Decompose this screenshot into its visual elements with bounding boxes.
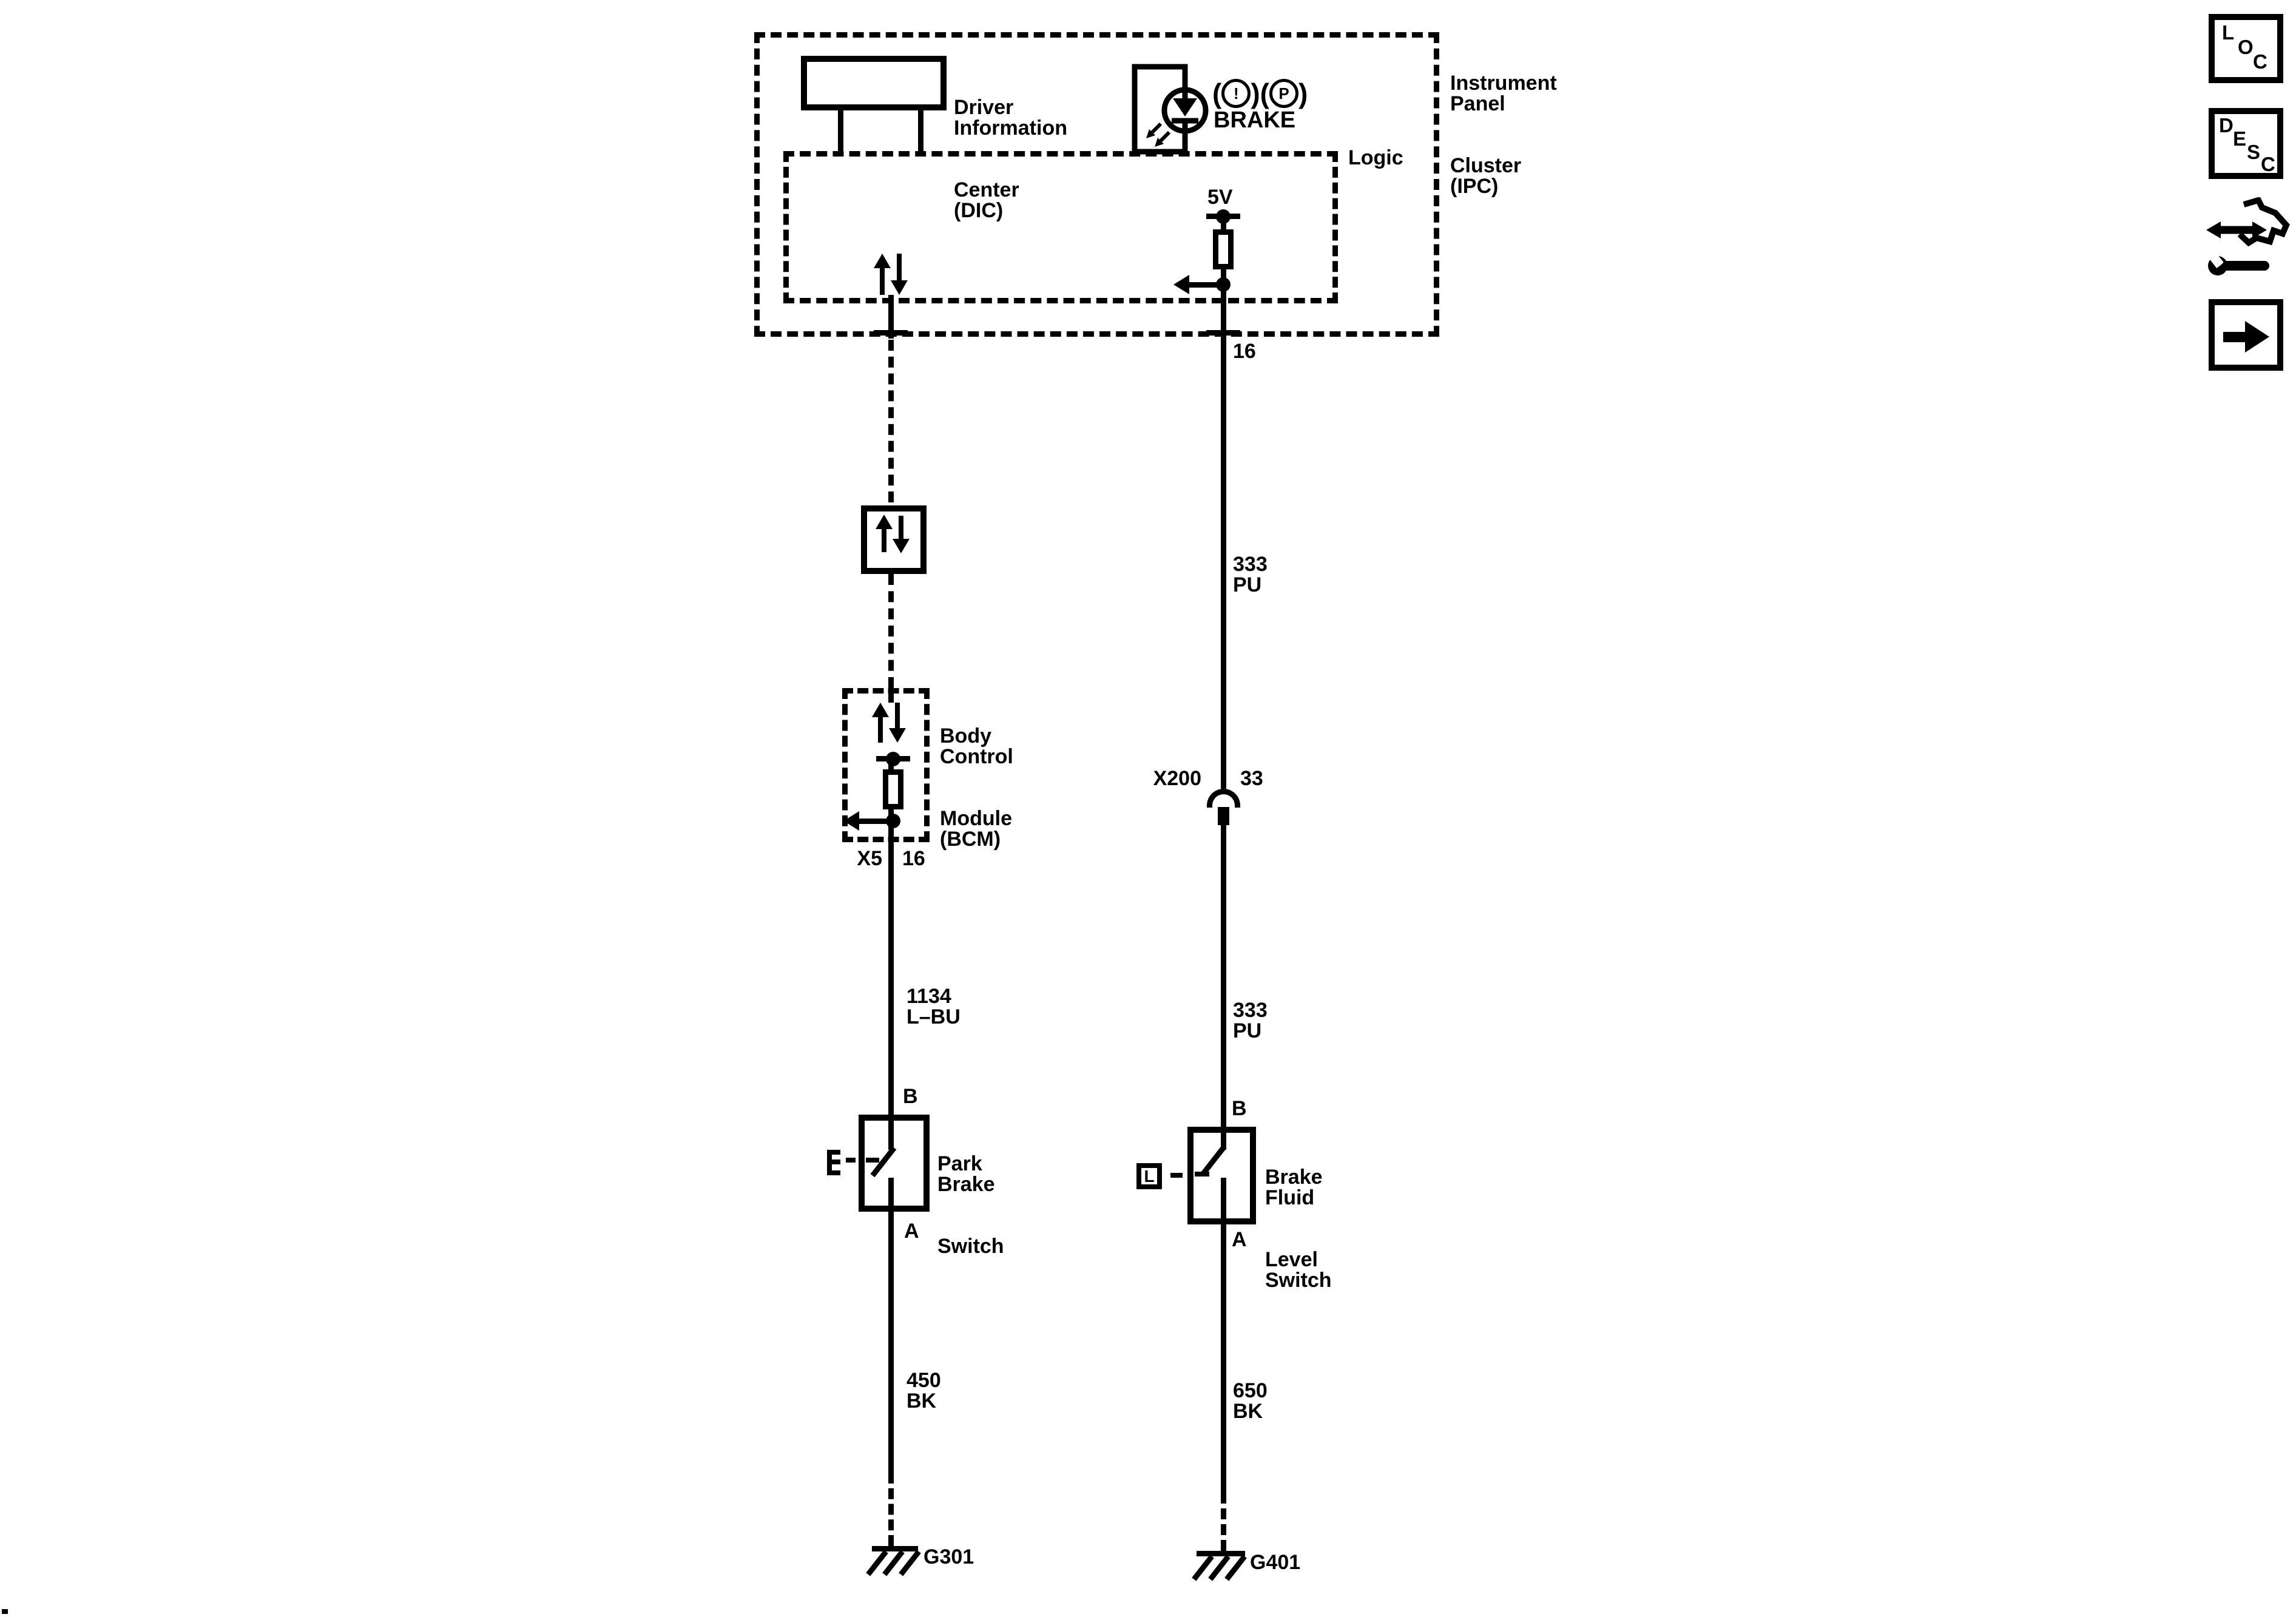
switch-pin-label: A xyxy=(904,1220,919,1243)
wire-segment xyxy=(1221,824,1226,1127)
pin-tick xyxy=(1206,330,1240,336)
dic-block xyxy=(801,56,947,110)
ipc-boundary-box xyxy=(754,32,1439,337)
switch-pin-label: B xyxy=(1232,1097,1247,1120)
paren-icon: ( xyxy=(1260,78,1269,109)
brake-led-indicator-icon xyxy=(1132,64,1209,155)
signal-arrow-shaft xyxy=(1189,282,1221,288)
right-arrow-icon xyxy=(2223,332,2246,342)
down-arrow-shaft xyxy=(897,254,902,283)
loc-letter: O xyxy=(2238,36,2254,58)
dic-stub-left xyxy=(838,110,843,152)
ipc-pin-label: 16 xyxy=(1233,340,1256,363)
desc-letter: D xyxy=(2219,114,2234,137)
bcm-pin-label: 16 xyxy=(902,847,925,870)
brake-telltale-word: BRAKE xyxy=(1214,107,1296,133)
up-arrow-shaft xyxy=(880,266,885,295)
wire-segment xyxy=(1221,339,1226,789)
park-brake-icon: P xyxy=(1269,79,1298,108)
signal-arrow-shaft xyxy=(859,819,891,824)
serial-link-box xyxy=(861,505,927,574)
wire-segment xyxy=(1221,214,1226,229)
wire-segment xyxy=(888,295,894,339)
pin-tick xyxy=(874,330,908,336)
ground-label: G301 xyxy=(923,1545,974,1568)
paren-icon: ) xyxy=(1251,78,1260,109)
right-arrow-icon xyxy=(2245,321,2269,353)
paren-icon: ) xyxy=(1298,78,1308,109)
desc-letter: C xyxy=(2261,153,2275,175)
switch-contact xyxy=(888,1115,894,1150)
connector-pin-icon xyxy=(1218,807,1229,825)
bcm-connector-label: X5 xyxy=(857,847,882,870)
serial-data-wire xyxy=(888,340,894,502)
switch-pin-label: B xyxy=(903,1085,918,1108)
wire-segment xyxy=(888,684,894,703)
ground-wire-dashed xyxy=(1221,1493,1226,1551)
connector-pin-label: 33 xyxy=(1240,767,1263,790)
switch-contact xyxy=(888,1178,894,1212)
desc-button[interactable]: D E S C xyxy=(2209,108,2283,179)
up-arrow-shaft xyxy=(878,715,883,743)
pullup-resistor xyxy=(883,769,903,809)
stray-mark xyxy=(2,1609,8,1614)
brake-telltale-icons: ( ! ) ( P ) xyxy=(1212,79,1308,108)
desc-letter: E xyxy=(2233,127,2247,150)
bcm-box xyxy=(842,688,930,842)
wire-segment xyxy=(888,842,894,1115)
wire-segment xyxy=(1221,269,1226,339)
warning-exclaim-icon: ! xyxy=(1221,79,1251,108)
down-arrow-icon xyxy=(891,280,908,295)
down-arrow-icon xyxy=(893,539,910,553)
wire-segment xyxy=(888,756,894,769)
actuator-dash xyxy=(1170,1173,1183,1178)
connector-name-label: X200 xyxy=(1153,767,1201,790)
left-arrow-icon xyxy=(843,811,859,831)
connector-socket-icon xyxy=(1207,789,1240,808)
ground-wire-dashed xyxy=(888,1473,894,1546)
switch-pin-label: A xyxy=(1232,1228,1247,1251)
pullup-resistor xyxy=(1213,229,1234,269)
down-arrow-icon xyxy=(889,728,906,743)
switch-contact xyxy=(1221,1178,1226,1224)
logic-label: Logic xyxy=(1348,146,1403,169)
loc-letter: C xyxy=(2253,50,2267,73)
down-arrow-shaft xyxy=(895,703,900,731)
logic-box xyxy=(783,151,1338,303)
dic-stub-right xyxy=(918,110,923,152)
down-arrow-shaft xyxy=(899,516,903,541)
wire-segment xyxy=(1221,1224,1226,1493)
ground-label: G401 xyxy=(1250,1551,1301,1574)
up-arrow-shaft xyxy=(882,527,886,552)
forward-button[interactable] xyxy=(2209,299,2283,371)
desc-letter: S xyxy=(2247,141,2261,163)
actuator-dash xyxy=(866,1158,879,1163)
switch-contact xyxy=(1221,1127,1226,1150)
actuator-dash xyxy=(846,1158,856,1163)
supply-voltage-label: 5V xyxy=(1207,186,1233,209)
fluid-level-sensor-icon: L xyxy=(1136,1163,1162,1189)
actuator-dash xyxy=(1195,1172,1209,1176)
repair-instructions-button[interactable] xyxy=(2201,197,2292,285)
loc-button[interactable]: L O C xyxy=(2209,14,2283,83)
wire-segment xyxy=(888,1212,894,1473)
serial-data-wire xyxy=(888,574,894,688)
left-arrow-icon xyxy=(1173,275,1189,294)
loc-letter: L xyxy=(2222,21,2235,44)
paren-icon: ( xyxy=(1212,78,1222,109)
park-brake-switch-box xyxy=(859,1115,930,1212)
